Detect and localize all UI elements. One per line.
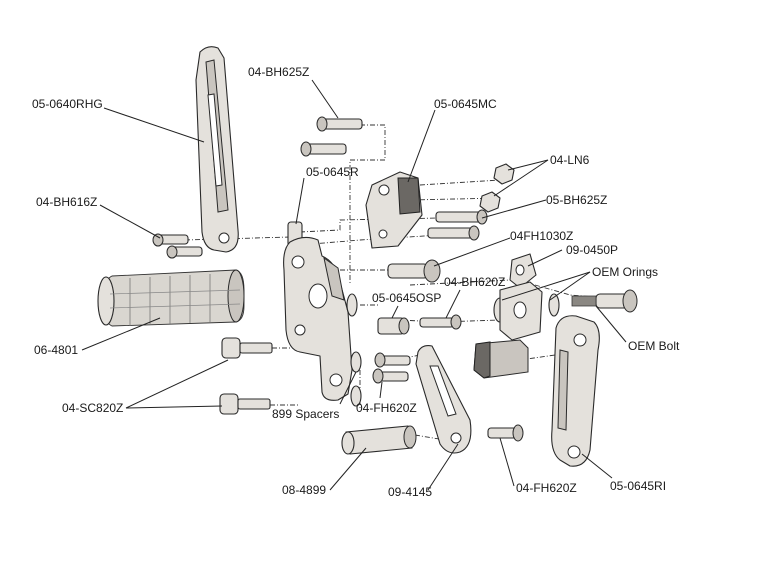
part-linkage-block — [473, 339, 529, 379]
part-05-0640rhg-heel-guard — [195, 46, 239, 253]
label-04-bh616z: 04-BH616Z — [36, 195, 97, 209]
label-04-bh620z: 04-BH620Z — [444, 275, 505, 289]
label-05-0645mc: 05-0645MC — [434, 97, 497, 111]
label-09-0450p: 09-0450P — [566, 243, 618, 257]
part-05-0645r-main-plate — [283, 221, 353, 401]
part-04-bh625z-bolts — [300, 116, 363, 157]
label-oem-orings: OEM Orings — [592, 265, 658, 279]
label-899-spacers: 899 Spacers — [272, 407, 339, 421]
assembly-axes — [184, 124, 611, 441]
part-05-0645mc-bracket — [365, 171, 423, 249]
label-04-bh625z: 04-BH625Z — [248, 65, 309, 79]
label-04-fh620z-left: 04-FH620Z — [356, 401, 417, 415]
label-04-ln6: 04-LN6 — [550, 153, 590, 167]
label-08-4899: 08-4899 — [282, 483, 326, 497]
leader-lines — [81, 79, 627, 491]
label-09-4145: 09-4145 — [388, 485, 432, 499]
part-09-0450p-pivot — [509, 253, 537, 289]
part-04-sc820z-screws — [219, 337, 273, 415]
label-oem-bolt: OEM Bolt — [628, 339, 680, 353]
label-06-4801: 06-4801 — [34, 343, 78, 357]
label-04-sc820z: 04-SC820Z — [62, 401, 123, 415]
part-899-spacers — [350, 351, 362, 407]
part-09-4145-link-arm — [415, 345, 472, 454]
part-04fh1030z-bolt — [387, 259, 441, 283]
part-05-0645ri-inner-plate — [551, 315, 600, 467]
part-labels: 05-0640RHG 04-BH625Z 05-0645MC 04-LN6 05… — [32, 65, 680, 499]
part-oem-bolt — [571, 289, 638, 313]
part-04-bh620z-bolt — [419, 314, 462, 330]
part-05-0645osp-spacer — [377, 317, 410, 335]
label-05-0645r: 05-0645R — [306, 165, 359, 179]
label-04fh1030z: 04FH1030Z — [510, 229, 573, 243]
part-04-bh616z-bolts — [152, 233, 203, 259]
label-05-0640rhg: 05-0640RHG — [32, 97, 103, 111]
part-pivot-block — [499, 281, 543, 341]
label-05-bh625z: 05-BH625Z — [546, 193, 607, 207]
part-05-bh625z-bolts — [427, 209, 488, 241]
part-04-fh620z-bolt-right — [487, 424, 524, 442]
part-06-4801-footpeg-grip — [97, 269, 245, 327]
label-04-fh620z-right: 04-FH620Z — [516, 481, 577, 495]
part-04-fh620z-bolts-left — [372, 352, 411, 384]
label-05-0645osp: 05-0645OSP — [372, 291, 441, 305]
part-04-ln6-nuts — [479, 163, 515, 213]
part-08-4899-tube — [341, 425, 417, 455]
label-05-0645ri: 05-0645RI — [610, 479, 666, 493]
